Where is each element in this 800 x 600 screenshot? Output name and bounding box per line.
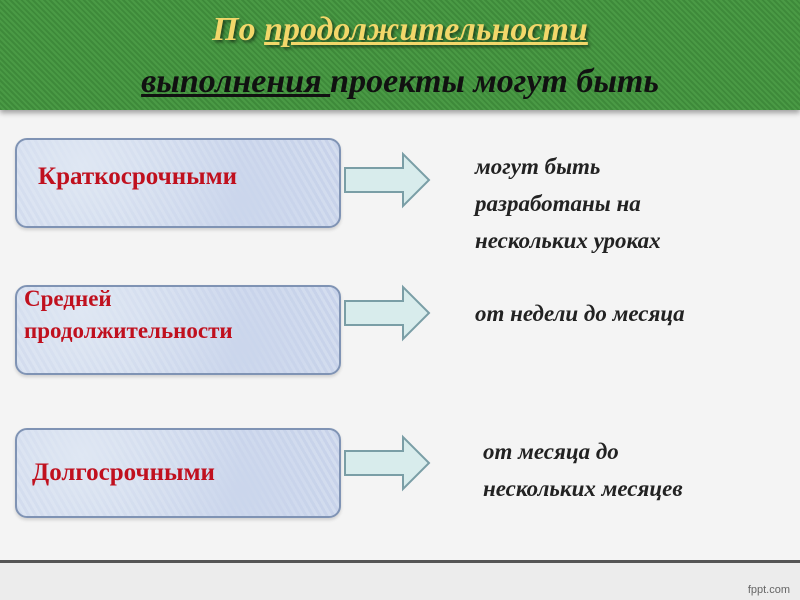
watermark: fppt.com (747, 584, 790, 596)
desc-line: нескольких уроках (475, 228, 661, 253)
title-rest: проекты могут быть (330, 63, 659, 100)
page-title: По продолжительности выполнения проекты … (0, 4, 800, 108)
desc-medium-term: от недели до месяца (475, 295, 685, 332)
desc-long-term: от месяца до нескольких месяцев (483, 433, 683, 507)
box-short-term (15, 138, 341, 228)
title-prefix: По (212, 11, 265, 48)
label-medium-term: Средней продолжительности (24, 283, 233, 347)
desc-line: разработаны на (475, 191, 641, 216)
label-line: продолжительности (24, 318, 233, 343)
arrow-right-icon (344, 151, 431, 209)
desc-line: от недели до месяца (475, 301, 685, 326)
desc-line: нескольких месяцев (483, 476, 683, 501)
box-medium-term (15, 285, 341, 375)
title-underlined-2: выполнения (141, 63, 331, 100)
footer-divider (0, 560, 800, 563)
footer-bar (0, 563, 800, 600)
title-banner (0, 0, 800, 110)
label-line: Средней (24, 286, 112, 311)
desc-line: от месяца до (483, 439, 619, 464)
label-short-term: Краткосрочными (38, 163, 238, 190)
box-long-term (15, 428, 341, 518)
desc-short-term: могут быть разработаны на нескольких уро… (475, 148, 661, 259)
title-underlined-1: продолжительности (264, 11, 588, 48)
label-long-term: Долгосрочными (32, 459, 215, 486)
arrow-right-icon (344, 434, 431, 492)
arrow-right-icon (344, 284, 431, 342)
desc-line: могут быть (475, 154, 601, 179)
